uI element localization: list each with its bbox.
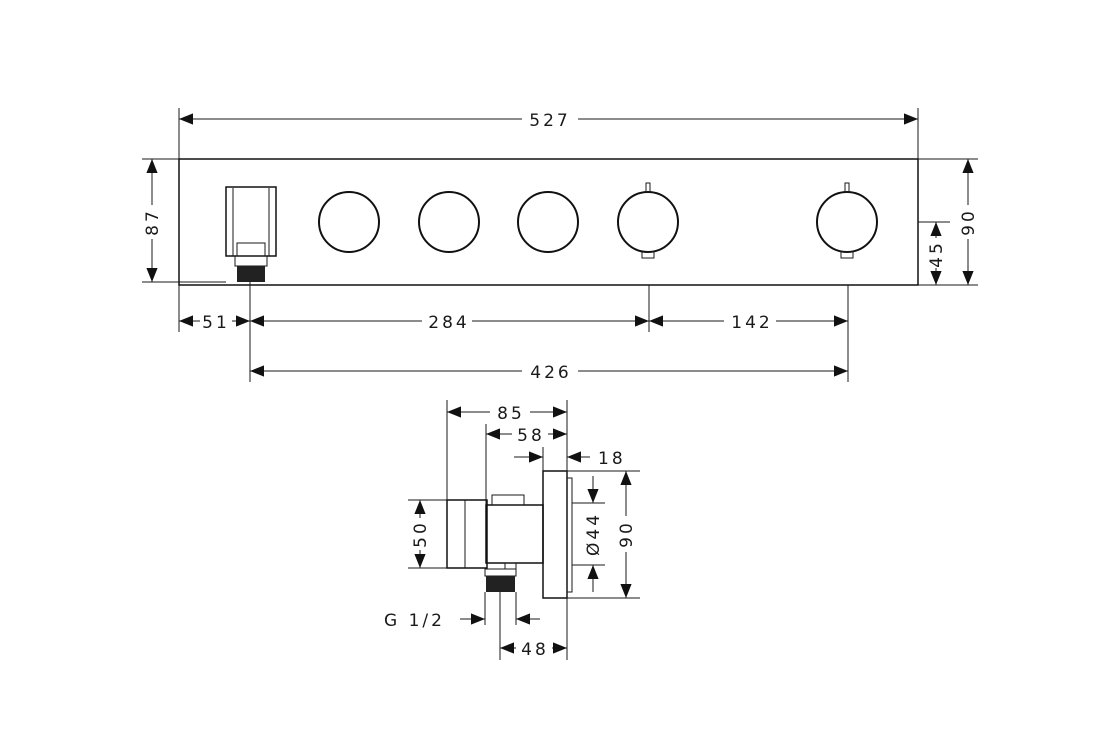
dim-connector-depth: 48 <box>500 638 567 660</box>
dim-label: 51 <box>202 313 230 333</box>
dim-spacing-total: 426 <box>250 361 848 383</box>
dim-label: 45 <box>927 240 947 268</box>
panel-outline <box>178 158 919 286</box>
thermostat-knob-1 <box>617 182 679 259</box>
dim-thread: G 1/2 <box>384 611 540 631</box>
front-plate <box>542 470 568 599</box>
knob-2 <box>418 191 480 253</box>
dim-label: 58 <box>517 426 545 446</box>
dim-spacing-b: 142 <box>649 311 848 333</box>
dim-knob-diameter: Ø44 <box>584 476 604 592</box>
dim-label: 90 <box>959 208 979 236</box>
dim-depth-body: 58 <box>486 424 567 446</box>
dim-plate-height: 90 <box>615 471 637 598</box>
thermostat-knob-2 <box>816 182 878 259</box>
dim-label: 48 <box>521 640 549 660</box>
dim-label: 284 <box>428 313 469 333</box>
hand-shower-holder <box>225 186 277 282</box>
dim-center-height: 45 <box>926 222 947 285</box>
dim-label: 90 <box>617 520 637 548</box>
dim-height-left: 87 <box>141 159 163 282</box>
dim-label: 50 <box>411 520 431 548</box>
dim-holder-height: 50 <box>409 500 431 568</box>
holder-block <box>446 499 488 569</box>
dim-label: 87 <box>143 208 163 236</box>
side-view: 85 58 18 50 Ø44 90 G 1/2 <box>384 400 640 660</box>
dim-label: 18 <box>598 449 626 469</box>
dim-overall-width: 527 <box>179 108 918 131</box>
thread-label: G 1/2 <box>384 611 445 631</box>
dim-offset-left: 51 <box>179 311 250 333</box>
dim-height-right: 90 <box>957 159 979 285</box>
dim-label: 142 <box>731 313 772 333</box>
dim-depth-total: 85 <box>447 402 567 424</box>
dim-label: 426 <box>530 363 571 383</box>
dim-label: 85 <box>497 404 525 424</box>
front-view: 527 87 90 45 51 284 <box>141 108 979 383</box>
dim-label: 527 <box>529 111 570 131</box>
dim-label: Ø44 <box>584 512 604 556</box>
knob-3 <box>517 191 579 253</box>
knob-1 <box>318 191 380 253</box>
dim-plate-depth: 18 <box>514 449 626 469</box>
dim-spacing-a: 284 <box>250 311 649 333</box>
